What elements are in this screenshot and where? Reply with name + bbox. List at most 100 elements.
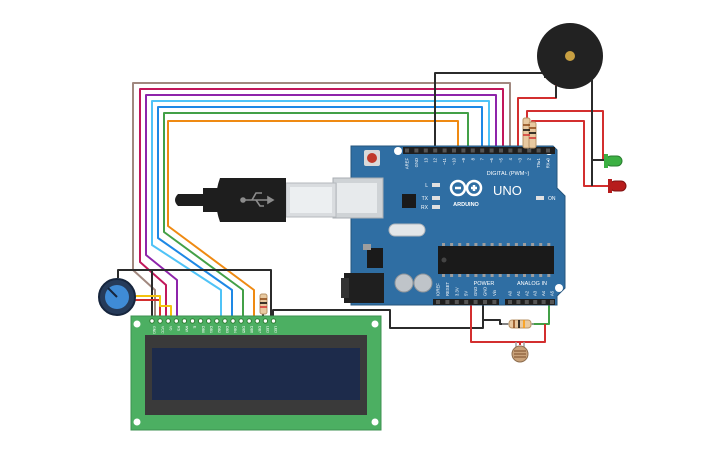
photoresistor[interactable]	[511, 342, 529, 363]
lcd-pin[interactable]	[270, 318, 277, 324]
digital-header	[403, 147, 555, 154]
header-pin[interactable]	[461, 148, 466, 153]
lcd-pin[interactable]	[214, 318, 220, 324]
lcd-pin[interactable]	[262, 318, 269, 324]
chip-pins-top	[442, 243, 551, 246]
lcd-pin[interactable]	[165, 318, 171, 324]
tx-label: TX	[422, 196, 429, 202]
lcd-pin[interactable]	[173, 318, 180, 324]
wire-pot-vcc[interactable]	[135, 299, 161, 318]
pin-label: ~5	[499, 157, 504, 162]
led-on-indicator	[536, 196, 544, 200]
lcd-pin[interactable]	[254, 318, 260, 324]
header-pin[interactable]	[492, 300, 497, 304]
wire-orange[interactable]	[167, 120, 459, 318]
header-pin[interactable]	[445, 300, 450, 304]
header-pin[interactable]	[546, 148, 550, 153]
ldr-resistor[interactable]	[502, 319, 534, 329]
led-green[interactable]	[604, 154, 623, 168]
wire-green[interactable]	[163, 112, 469, 318]
pin-label: GND	[473, 287, 478, 296]
header-pin[interactable]	[499, 148, 503, 153]
header-pin[interactable]	[405, 148, 409, 153]
header-pin[interactable]	[541, 300, 546, 304]
wire-led-gnd[interactable]	[591, 82, 604, 186]
chip-leg	[482, 274, 486, 277]
header-pin[interactable]	[414, 148, 419, 153]
header-pin[interactable]	[436, 300, 440, 304]
pin-label: TX▸1	[536, 157, 541, 167]
header-pin[interactable]	[533, 300, 538, 304]
potentiometer[interactable]	[98, 278, 136, 316]
header-pin[interactable]	[527, 148, 532, 153]
piezo-buzzer[interactable]	[537, 23, 603, 98]
header-pin[interactable]	[464, 300, 469, 304]
pin-label: 13	[423, 157, 428, 162]
chip-leg	[506, 274, 510, 277]
reset-button-cap[interactable]	[367, 153, 377, 163]
led-red[interactable]	[608, 179, 627, 193]
wire-5v[interactable]	[470, 300, 521, 345]
lcd-pin[interactable]	[230, 318, 236, 324]
lcd-pin[interactable]	[206, 318, 212, 324]
wire-lcd-led-gnd[interactable]	[272, 300, 484, 329]
lcd-pin-label: GND	[152, 326, 156, 334]
lcd-pin[interactable]	[149, 318, 155, 324]
lcd-pin[interactable]	[246, 318, 252, 324]
led-l-indicator	[432, 183, 440, 187]
pin-label: Vin	[492, 289, 497, 296]
header-pin[interactable]	[452, 148, 456, 153]
header-pin[interactable]	[483, 300, 487, 304]
chip-pins-bottom	[442, 274, 551, 277]
wire-lcd-gnd[interactable]	[151, 269, 272, 318]
lcd-pin[interactable]	[157, 318, 163, 324]
lcd-pin[interactable]	[197, 318, 204, 324]
header-pin[interactable]	[480, 148, 485, 153]
header-pin[interactable]	[508, 300, 512, 304]
pin-label: 7	[480, 157, 485, 160]
pin-label: ~11	[442, 157, 447, 164]
lcd-pin-label: DB0	[201, 326, 205, 333]
power-pins	[436, 300, 497, 304]
header-pin[interactable]	[536, 148, 541, 153]
usb-cable[interactable]	[175, 178, 337, 222]
mounting-hole	[371, 418, 379, 426]
lcd-resistor[interactable]	[259, 293, 268, 315]
wire-cyan[interactable]	[151, 100, 490, 318]
resistor[interactable]	[528, 121, 537, 149]
header-pin[interactable]	[442, 148, 447, 153]
header-pin[interactable]	[550, 300, 554, 304]
lcd-pin[interactable]	[238, 318, 244, 324]
header-pin[interactable]	[524, 300, 529, 304]
power-jack	[344, 273, 384, 303]
pin-label: GND	[414, 158, 419, 167]
wire-blue[interactable]	[157, 106, 483, 318]
header-pin[interactable]	[470, 148, 475, 153]
pin-label: RX◂0	[546, 157, 551, 168]
rx-label: RX	[421, 205, 429, 211]
wire-brown[interactable]	[132, 82, 511, 318]
lcd-pin[interactable]	[181, 318, 188, 324]
wire-pot-wiper[interactable]	[135, 295, 172, 318]
header-pin[interactable]	[473, 300, 478, 304]
header-pin[interactable]	[433, 148, 438, 153]
arduino-uno-board[interactable]: L TX RX ON UNO ARDUINO DIGITAL (PWM~) AN…	[332, 145, 566, 306]
header-pin[interactable]	[489, 148, 494, 153]
wire-pot-gnd[interactable]	[117, 269, 152, 278]
lcd-pin[interactable]	[189, 318, 196, 324]
header-pin[interactable]	[423, 148, 428, 153]
header-pin[interactable]	[517, 148, 522, 153]
chip-notch	[441, 257, 447, 263]
led-tx-indicator	[432, 196, 440, 200]
header-pin[interactable]	[516, 300, 521, 304]
pin-label: A1	[516, 290, 521, 296]
pin-label: RESET	[445, 282, 450, 296]
header-pin[interactable]	[508, 148, 513, 153]
wire-purple[interactable]	[145, 94, 497, 318]
lcd-pin[interactable]	[222, 318, 228, 324]
header-pin[interactable]	[454, 300, 459, 304]
wire-a5[interactable]	[532, 300, 550, 325]
wire-ldr-5v[interactable]	[520, 324, 546, 343]
wire-magenta[interactable]	[139, 88, 504, 318]
